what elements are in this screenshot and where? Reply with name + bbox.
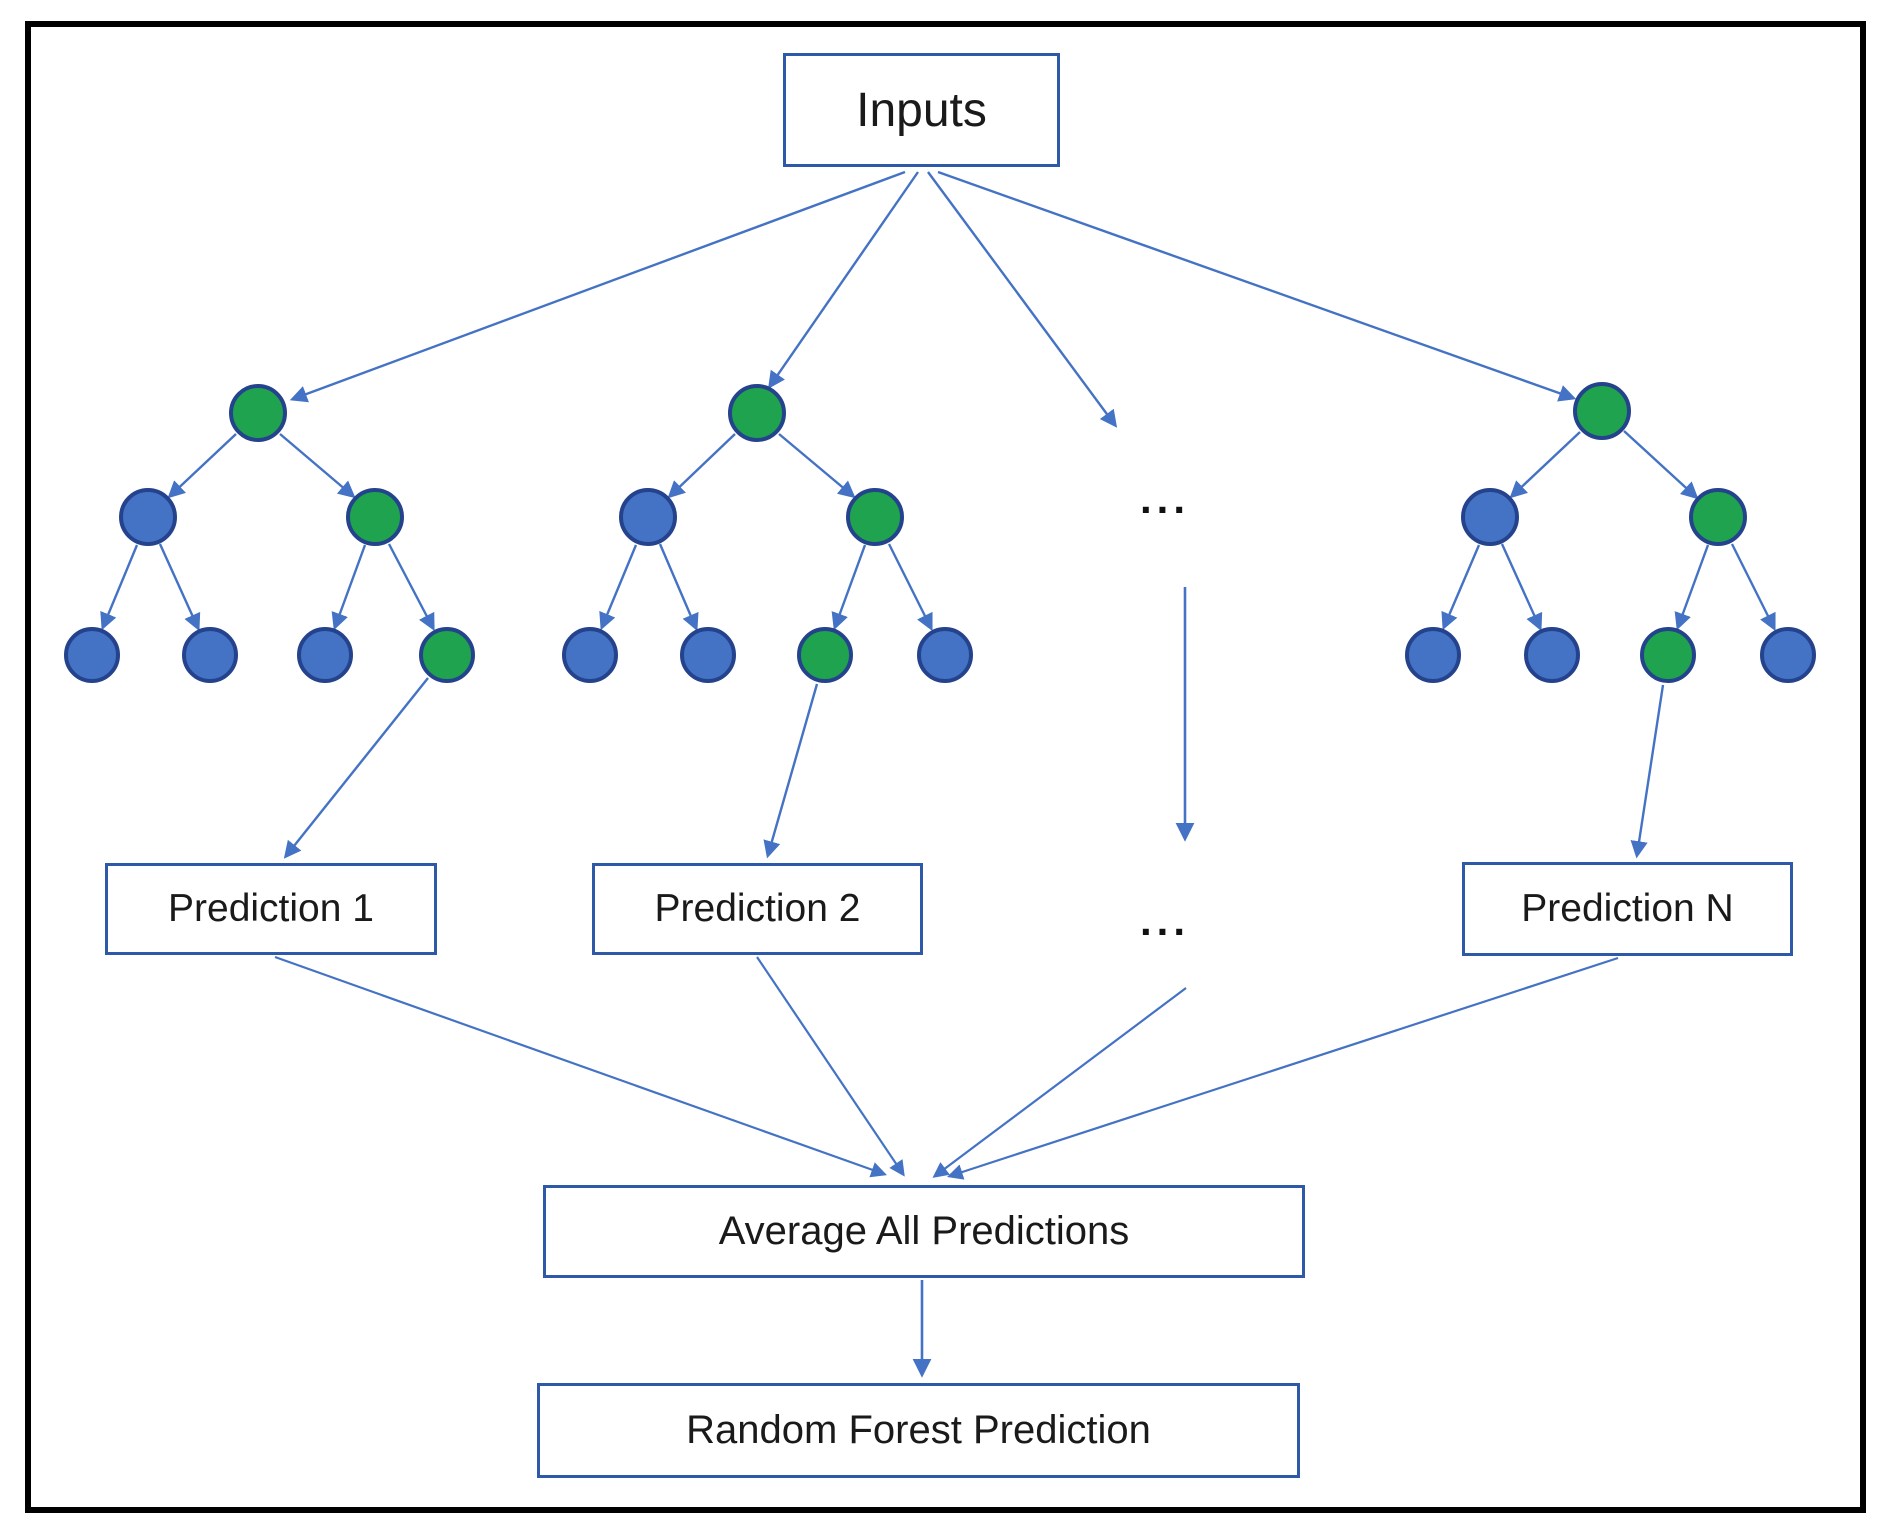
edge-treeN-root-right <box>1623 430 1699 500</box>
tree1-left-node <box>119 488 177 546</box>
inputs-box: Inputs <box>783 53 1060 167</box>
tree2-leaf4-node <box>917 627 973 683</box>
treeN-left-node <box>1461 488 1519 546</box>
edge-inputs-to-tree1 <box>289 170 906 403</box>
edge-tree1-l-leaf1 <box>100 544 139 631</box>
tree1-root-node <box>229 384 287 442</box>
edge-tree2-l-leaf2 <box>658 543 699 632</box>
tree2-leaf3-node <box>797 627 853 683</box>
prediction1-box: Prediction 1 <box>105 863 437 955</box>
treeN-leaf3-node <box>1640 627 1696 683</box>
edge-inputs-to-tree2 <box>768 171 919 389</box>
average-all-predictions-box: Average All Predictions <box>543 1185 1305 1278</box>
tree1-right-node <box>346 488 404 546</box>
predictionN-box: Prediction N <box>1462 862 1793 956</box>
edge-prediction1-to-average <box>274 955 887 1178</box>
edge-treeN-r-leaf3 <box>1674 544 1710 631</box>
edge-tree2-r-leaf4 <box>887 543 933 632</box>
edge-tree1-r-leaf4 <box>387 543 435 632</box>
edge-predictionN-to-average <box>946 956 1619 1180</box>
tree2-leaf2-node <box>680 627 736 683</box>
edge-treeN-root-left <box>1509 431 1581 499</box>
tree2-root-node <box>728 384 786 442</box>
tree2-leaf1-node <box>562 627 618 683</box>
edge-tree1-l-leaf2 <box>158 543 201 632</box>
tree1-leaf4-node <box>419 627 475 683</box>
edge-more-predictions-to-average <box>932 987 1187 1178</box>
tree1-leaf2-node <box>182 627 238 683</box>
diagram-frame <box>25 21 1866 1513</box>
tree1-leaf1-node <box>64 627 120 683</box>
edge-treeN-r-leaf4 <box>1730 543 1776 632</box>
edge-inputs-to-more-trees <box>927 171 1118 428</box>
ellipsis-more-predictions: ... <box>1140 897 1191 944</box>
edge-tree2-l-leaf1 <box>599 544 638 631</box>
treeN-root-node <box>1573 382 1631 440</box>
edge-tree1-r-leaf3 <box>331 544 367 631</box>
edge-treeN-l-leaf1 <box>1441 544 1481 631</box>
edge-tree2-to-prediction2 <box>763 683 819 859</box>
tree1-leaf3-node <box>297 627 353 683</box>
edge-treeN-l-leaf2 <box>1500 543 1543 632</box>
ellipsis-more-trees: ... <box>1140 475 1191 522</box>
edge-tree1-to-prediction1 <box>283 677 429 859</box>
random-forest-prediction-box: Random Forest Prediction <box>537 1383 1300 1478</box>
edge-prediction2-to-average <box>756 956 905 1177</box>
edge-tree1-root-left <box>167 433 237 499</box>
treeN-right-node <box>1689 488 1747 546</box>
tree2-right-node <box>846 488 904 546</box>
edge-tree2-r-leaf3 <box>831 544 867 631</box>
treeN-leaf1-node <box>1405 627 1461 683</box>
edge-tree2-root-left <box>667 433 736 499</box>
edge-tree2-root-right <box>778 433 856 499</box>
treeN-leaf4-node <box>1760 627 1816 683</box>
treeN-leaf2-node <box>1524 627 1580 683</box>
prediction2-box: Prediction 2 <box>592 863 923 955</box>
edge-tree1-root-right <box>279 433 356 499</box>
edge-inputs-to-treeN <box>937 170 1577 402</box>
tree2-left-node <box>619 488 677 546</box>
edge-treeN-to-predictionN <box>1630 684 1665 859</box>
